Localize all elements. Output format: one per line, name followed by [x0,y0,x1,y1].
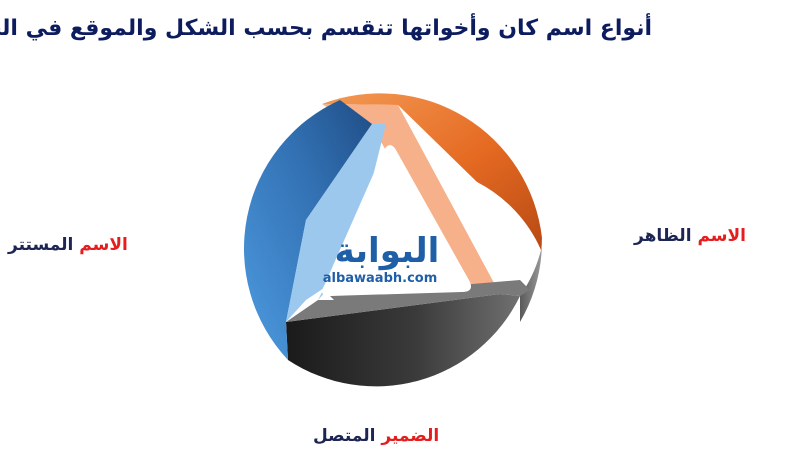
label-attached-pronoun: الضمير المتصل [313,426,439,446]
watermark-arabic: البوابة [335,231,440,271]
label-visible-rest: الظاهر [634,226,698,246]
label-attached-rest: المتصل [313,426,382,446]
segment-hidden [243,100,388,360]
inner-triangle [322,145,471,296]
watermark-logo: البوابة albawaabh.com [323,231,440,286]
label-hidden-rest: المستتر [8,235,80,255]
segment-attached [286,280,530,387]
label-hidden-highlight: الاسم [79,235,128,255]
label-hidden-noun: الاسم المستتر [8,235,128,255]
label-attached-highlight: الضمير [381,426,440,446]
label-visible-noun: الاسم الظاهر [634,226,746,246]
page-title: أنواع اسم كان وأخواتها تنقسم بحسب الشكل … [0,16,652,41]
segment-visible [322,93,542,294]
label-visible-highlight: الاسم [697,226,746,246]
segment-rim [520,238,543,322]
watermark-latin: albawaabh.com [323,271,438,286]
